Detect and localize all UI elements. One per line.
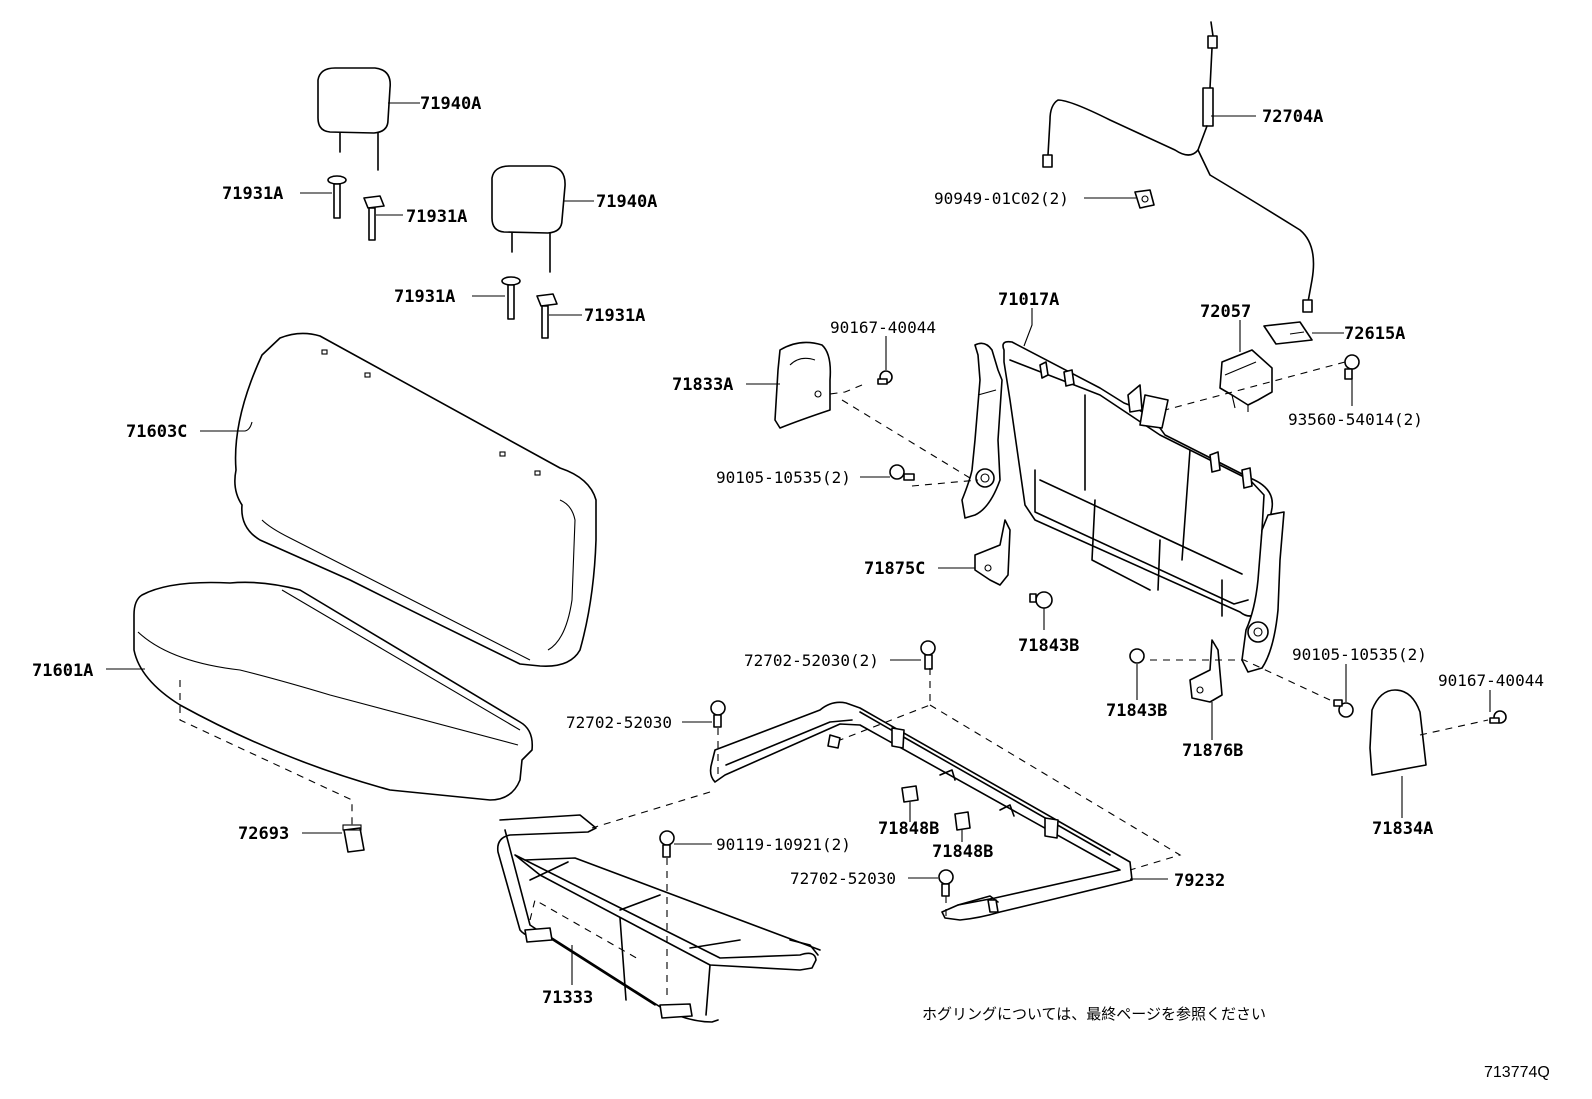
- label-bolt-90105-a[interactable]: 90105-10535(2): [716, 468, 851, 487]
- support-4: [536, 293, 558, 339]
- label-bolt-72702-c[interactable]: 72702-52030: [790, 869, 896, 888]
- lock-assembly: [1219, 349, 1273, 412]
- bolt-72702-a: [920, 640, 936, 670]
- label-cushion-frame[interactable]: 71333: [542, 988, 593, 1008]
- figure-code: 713774Q: [1484, 1064, 1550, 1081]
- cushion-frame: [496, 814, 821, 1023]
- label-plate-72615a[interactable]: 72615A: [1344, 324, 1405, 344]
- label-bolt-93560[interactable]: 93560-54014(2): [1288, 410, 1423, 429]
- pin-71843b-b: [1129, 648, 1145, 664]
- support-2: [363, 195, 385, 241]
- seat-cushion-cover: [133, 581, 534, 801]
- bolt-90119: [659, 830, 675, 858]
- pin-71843b-a: [1029, 591, 1053, 609]
- label-clip-90949[interactable]: 90949-01C02(2): [934, 189, 1069, 208]
- hinge-cover-left: [774, 341, 832, 429]
- label-support-2[interactable]: 71931A: [406, 207, 467, 227]
- hog-ring-note: ホグリングについては、最終ページを参照ください: [922, 1005, 1266, 1023]
- bolt-90105-b: [1333, 699, 1354, 718]
- label-hinge-cover-right[interactable]: 71834A: [1372, 819, 1433, 839]
- label-bolt-72702-a[interactable]: 72702-52030(2): [744, 651, 879, 670]
- label-support-1[interactable]: 71931A: [222, 184, 283, 204]
- label-pin-71843b-a[interactable]: 71843B: [1018, 636, 1079, 656]
- hinge-cover-right: [1369, 689, 1427, 776]
- label-headrest-2[interactable]: 71940A: [596, 192, 657, 212]
- seat-back-cover: [234, 332, 597, 667]
- label-bolt-72702-b[interactable]: 72702-52030: [566, 713, 672, 732]
- bracket-71875c: [974, 519, 1011, 586]
- label-headrest-1[interactable]: 71940A: [420, 94, 481, 114]
- bolt-72702-b: [710, 700, 726, 728]
- label-screw-90167-a[interactable]: 90167-40044: [830, 318, 936, 337]
- cover-plate: [1263, 321, 1313, 345]
- assembly-lines: [179, 361, 1489, 1000]
- label-bracket-71876b[interactable]: 71876B: [1182, 741, 1243, 761]
- label-support-4[interactable]: 71931A: [584, 306, 645, 326]
- release-cable: [1042, 21, 1315, 313]
- bolt-93560: [1344, 354, 1360, 380]
- label-clip-71848b-a[interactable]: 71848B: [878, 819, 939, 839]
- label-lock-72057[interactable]: 72057: [1200, 302, 1251, 322]
- clip-71848b-a: [901, 785, 919, 803]
- part-labels: 71940A 71940A 71931A 71931A 71931A 71931…: [32, 94, 1550, 1081]
- label-cushion-cover[interactable]: 71601A: [32, 661, 93, 681]
- label-bolt-90119[interactable]: 90119-10921(2): [716, 835, 851, 854]
- label-leg-79232[interactable]: 79232: [1174, 871, 1225, 891]
- label-clip-72693[interactable]: 72693: [238, 824, 289, 844]
- headrest-2: [491, 165, 566, 273]
- cable-clip: [1134, 189, 1155, 209]
- label-clip-71848b-b[interactable]: 71848B: [932, 842, 993, 862]
- label-pin-71843b-b[interactable]: 71843B: [1106, 701, 1167, 721]
- seat-back-frame: [961, 340, 1285, 673]
- label-back-cover[interactable]: 71603C: [126, 422, 187, 442]
- support-1: [327, 175, 347, 219]
- label-bracket-71875c[interactable]: 71875C: [864, 559, 925, 579]
- cushion-leg-frame: [709, 701, 1133, 921]
- clip-71848b-b: [954, 811, 971, 831]
- screw-90167-a: [877, 370, 893, 385]
- label-hinge-cover-left[interactable]: 71833A: [672, 375, 733, 395]
- label-back-frame[interactable]: 71017A: [998, 290, 1059, 310]
- support-3: [501, 276, 521, 320]
- label-cable[interactable]: 72704A: [1262, 107, 1323, 127]
- clip-72693: [342, 824, 365, 853]
- bolt-72702-c: [938, 869, 954, 897]
- headrest-1: [317, 67, 392, 171]
- bracket-71876b: [1189, 639, 1223, 703]
- leader-lines: [106, 102, 1491, 985]
- bolt-90105-a: [889, 464, 915, 481]
- screw-90167-b: [1489, 710, 1507, 724]
- label-support-3[interactable]: 71931A: [394, 287, 455, 307]
- label-screw-90167-b[interactable]: 90167-40044: [1438, 671, 1544, 690]
- label-bolt-90105-b[interactable]: 90105-10535(2): [1292, 645, 1427, 664]
